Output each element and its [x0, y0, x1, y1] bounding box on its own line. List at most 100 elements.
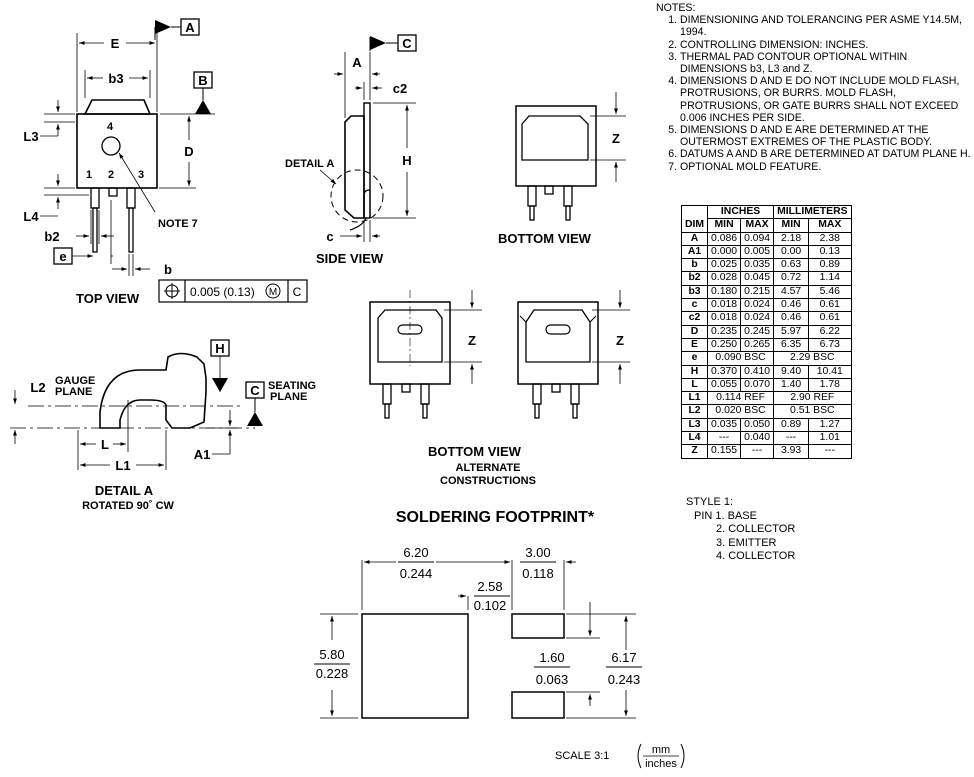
table-cell: 0.028	[707, 271, 742, 286]
table-cell: 0.180	[707, 284, 742, 300]
table-cell: 0.025	[707, 258, 742, 273]
table-cell-dim: e	[680, 351, 709, 366]
pin-3-number: 3	[138, 169, 144, 181]
pin-1-number: 1	[86, 169, 92, 181]
dim-Z-label-2: Z	[468, 333, 476, 348]
table-cell-dim: L3	[680, 417, 709, 433]
fp-total-h-mm: 6.17	[611, 650, 636, 665]
dim-D-label: D	[184, 144, 193, 159]
table-cell: 2.18	[773, 231, 810, 246]
dim-b-label: b	[164, 262, 172, 277]
table-cell: 0.035	[707, 417, 742, 433]
table-cell: 0.040	[740, 431, 775, 446]
table-cell: 2.29 BSC	[773, 351, 852, 366]
dim-L2-label: L2	[30, 380, 45, 395]
tolerance-datum: C	[293, 285, 302, 299]
side-view: C A c2 H c DETAIL A SIDE VIEW	[285, 34, 417, 266]
header-mm-min: MIN	[773, 218, 810, 233]
table-cell: 4.57	[773, 284, 810, 300]
lead-pad-bottom	[511, 691, 565, 719]
dim-e-label: e	[59, 249, 66, 264]
top-view: E A b3 B D L3 L4	[23, 18, 308, 306]
table-cell: 0.005	[740, 244, 775, 260]
table-cell-dim: E	[680, 337, 709, 353]
dim-L-label: L	[101, 437, 109, 452]
detail-a-circle	[330, 169, 384, 223]
dim-Z-label-3: Z	[616, 333, 624, 348]
fp-pitch-in: 0.063	[536, 672, 569, 687]
table-cell: 0.050	[740, 417, 775, 433]
fp-w-total-in: 0.244	[400, 566, 433, 581]
note-item: DATUMS A AND B ARE DETERMINED AT DATUM P…	[680, 148, 974, 160]
table-cell: ---	[740, 444, 775, 459]
fp-tab-h-mm: 5.80	[319, 647, 344, 662]
table-cell: 6.73	[808, 337, 852, 353]
dim-c-label: c	[326, 229, 333, 244]
dim-E-label: E	[111, 36, 120, 51]
note-item: DIMENSIONING AND TOLERANCING PER ASME Y1…	[680, 14, 974, 38]
table-cell: 6.22	[808, 324, 852, 339]
style-block: STYLE 1: PIN 1. BASE 2. COLLECTOR 3. EMI…	[686, 496, 795, 564]
fp-total-h-in: 0.243	[608, 672, 641, 687]
style-pin-3: 3. EMITTER	[716, 536, 777, 549]
side-view-label: SIDE VIEW	[316, 251, 384, 266]
style-pin-1: PIN 1. BASE	[694, 509, 757, 522]
table-cell-dim: b2	[680, 271, 709, 286]
alternate-label: ALTERNATE	[456, 462, 521, 474]
table-cell: 0.410	[740, 364, 775, 379]
header-dim: DIM	[680, 218, 709, 233]
seating-plane-label: PLANE	[270, 391, 307, 403]
dim-c2-label: c2	[393, 81, 407, 96]
constructions-label: CONSTRUCTIONS	[440, 475, 536, 487]
table-cell: ---	[773, 431, 810, 446]
note-item: CONTROLLING DIMENSION: INCHES.	[680, 39, 974, 51]
datum-h-label: H	[215, 341, 224, 356]
table-cell: 0.024	[740, 311, 775, 326]
table-cell: 5.97	[773, 324, 810, 339]
gauge-plane-label: PLANE	[55, 386, 92, 398]
table-cell-dim: b	[680, 258, 709, 273]
fp-pitch-mm: 1.60	[539, 650, 564, 665]
note-item: THERMAL PAD CONTOUR OPTIONAL WITHIN DIME…	[680, 51, 974, 75]
table-corner	[680, 204, 709, 219]
bottom-view: Z BOTTOM VIEW	[498, 92, 626, 246]
datum-a-label: A	[185, 20, 195, 35]
top-view-label: TOP VIEW	[76, 291, 140, 306]
table-cell: 0.89	[773, 417, 810, 433]
table-cell: 0.018	[707, 311, 742, 326]
table-cell-dim: Z	[680, 444, 709, 459]
table-cell-dim: L	[680, 377, 709, 393]
table-cell: 0.035	[740, 258, 775, 273]
bottom-view-alt-label: BOTTOM VIEW	[428, 444, 522, 459]
soldering-footprint: SOLDERING FOOTPRINT* 6.20 0.244 3.00 0.1…	[314, 509, 685, 770]
table-cell: 0.46	[773, 298, 810, 313]
dim-b2-label: b2	[44, 229, 59, 244]
table-cell: 0.61	[808, 298, 852, 313]
table-row: L4---0.040---1.01	[680, 431, 852, 446]
dim-L4-label: L4	[23, 209, 39, 224]
mold-feature-circle	[101, 136, 121, 156]
dim-A-label: A	[352, 55, 362, 70]
table-cell: 0.070	[740, 377, 775, 393]
table-cell: 0.63	[773, 258, 810, 273]
bottom-view-alt-1: Z	[369, 290, 482, 419]
table-cell: 0.46	[773, 311, 810, 326]
detail-a-callout-label: DETAIL A	[285, 158, 334, 170]
table-cell: 1.78	[808, 377, 852, 393]
table-cell: ---	[707, 431, 742, 446]
detail-a-label: DETAIL A	[95, 483, 154, 498]
table-cell: 0.89	[808, 258, 852, 273]
table-cell: 6.35	[773, 337, 810, 353]
table-cell: 0.055	[707, 377, 742, 393]
gauge-label: GAUGE	[55, 375, 95, 387]
